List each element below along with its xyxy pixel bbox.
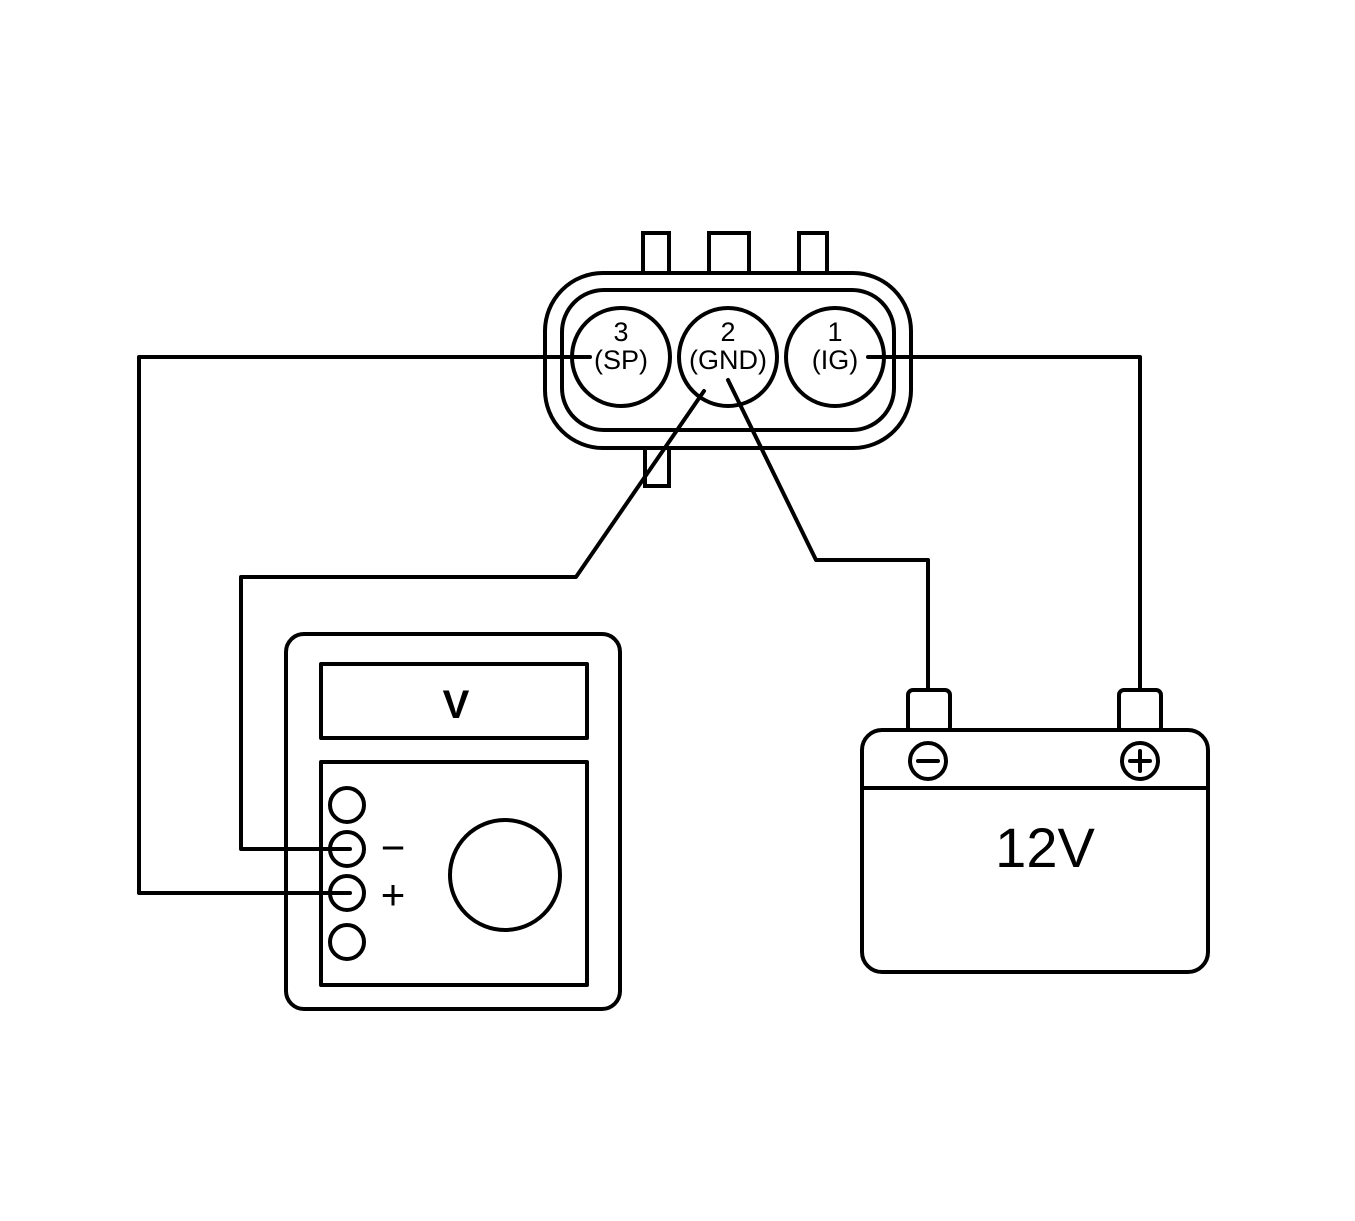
- pin-3-number: 3: [613, 317, 628, 347]
- connector-tab-middle: [707, 231, 751, 277]
- wire-ig-to-battery-plus: [866, 355, 1142, 692]
- battery-positive-post: [1117, 688, 1163, 734]
- connector-tab-left: [641, 231, 671, 277]
- battery: 12V: [860, 688, 1210, 974]
- pin-1-number: 1: [827, 317, 842, 347]
- voltmeter-panel: [319, 760, 589, 987]
- battery-plus-icon: [1120, 741, 1160, 781]
- voltmeter-display-label: V: [443, 683, 470, 727]
- voltmeter-jack-1: [328, 786, 366, 824]
- voltmeter: V − +: [284, 632, 622, 1011]
- connector-tab-right: [797, 231, 829, 277]
- voltmeter-minus-label: −: [381, 824, 406, 871]
- wire-gnd-to-battery-minus: [726, 378, 930, 692]
- voltmeter-body: [284, 632, 622, 1011]
- voltmeter-jack-minus: [328, 830, 366, 868]
- wire-sp-to-meter-plus: [137, 355, 592, 895]
- connector-housing-inner: [560, 288, 896, 432]
- battery-body: [860, 728, 1210, 974]
- pin-2-number: 2: [720, 317, 735, 347]
- battery-minus-icon: [908, 741, 948, 781]
- voltmeter-jack-4: [328, 923, 366, 961]
- pin-1-signal: (IG): [812, 345, 859, 375]
- connector: 3 (SP) 2 (GND) 1 (IG): [543, 231, 913, 488]
- wires: [137, 355, 1142, 895]
- wire-gnd-to-meter-minus: [239, 389, 706, 851]
- battery-voltage-label: 12V: [995, 816, 1095, 879]
- voltmeter-plus-label: +: [381, 871, 406, 918]
- voltmeter-jack-plus: [328, 874, 366, 912]
- voltmeter-dial: [448, 818, 562, 932]
- pin-2-terminal: [677, 306, 779, 408]
- pin-3-signal: (SP): [594, 345, 648, 375]
- pin-2-signal: (GND): [689, 345, 767, 375]
- voltmeter-display: [319, 662, 589, 740]
- battery-negative-post: [906, 688, 952, 734]
